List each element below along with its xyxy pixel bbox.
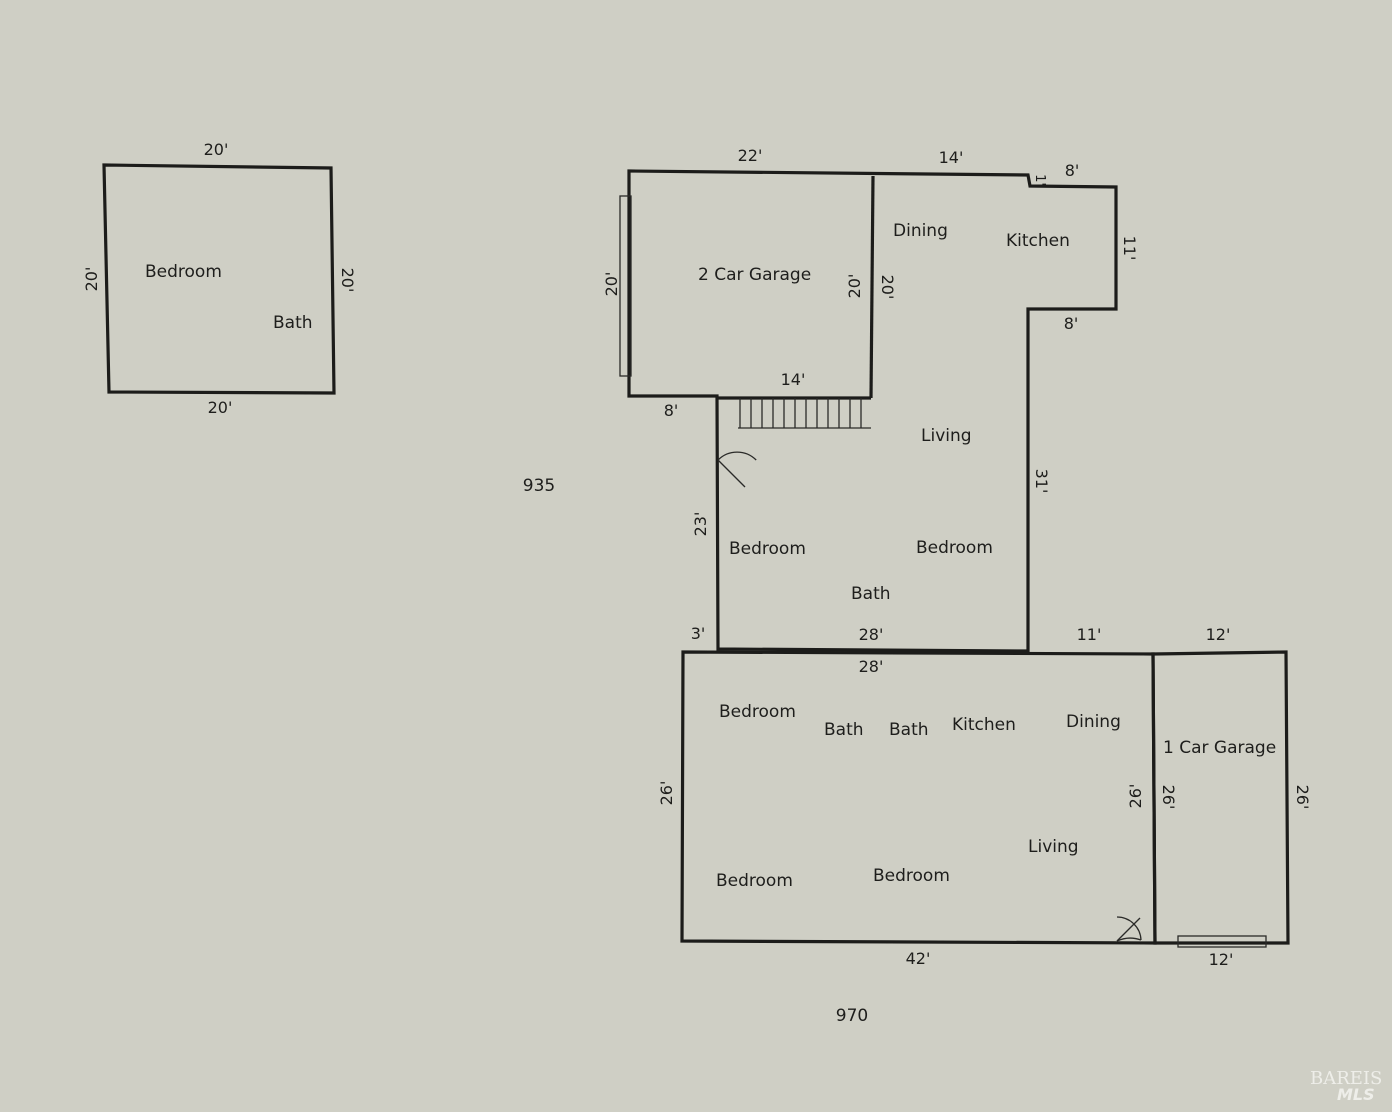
- dim-left: 26': [657, 781, 676, 806]
- dim-garage-right: 26': [1293, 785, 1312, 810]
- dim-right-long: 31': [1032, 469, 1051, 494]
- dim-bottom: 20': [208, 398, 233, 417]
- bareis-mls-watermark: BAREIS MLS: [1310, 1068, 1382, 1104]
- dim-left-long: 23': [691, 512, 710, 537]
- dim-garage-right-in: 20': [845, 274, 864, 299]
- garage-door-lower: [1177, 935, 1267, 948]
- stairs: [738, 398, 871, 429]
- door-swing-lower: [1116, 916, 1142, 942]
- dim-top-right: 11': [1077, 625, 1102, 644]
- upper-outline: [627, 169, 1118, 653]
- area-label-lower: 970: [836, 1006, 868, 1026]
- lower-structure: Bedroom Bath Bath Kitchen Dining Living …: [657, 625, 1312, 1026]
- room-label-1-car-garage: 1 Car Garage: [1163, 738, 1276, 758]
- dim-step-below: 8': [664, 401, 679, 420]
- dim-garage-left: 20': [602, 272, 621, 297]
- dim-left: 20': [82, 267, 101, 292]
- lower-main-outline: [680, 650, 1157, 945]
- room-label-bedroom: Bedroom: [145, 262, 222, 282]
- room-label-bath-1: Bath: [824, 720, 864, 740]
- area-label-upper: 935: [523, 476, 555, 496]
- detached-structure: Bedroom Bath 20' 20' 20' 20': [82, 140, 357, 417]
- dim-garage-left: 26': [1159, 785, 1178, 810]
- dim-top-mid: 14': [939, 148, 964, 167]
- room-label-bedroom-bm: Bedroom: [873, 866, 950, 886]
- dim-garage-bottom: 14': [781, 370, 806, 389]
- garage-door: [619, 195, 632, 377]
- room-label-bath: Bath: [273, 313, 313, 333]
- room-label-bedroom-tl: Bedroom: [719, 702, 796, 722]
- door-swing: [717, 451, 757, 488]
- dim-notch: 1': [1032, 174, 1047, 186]
- room-label-2-car-garage: 2 Car Garage: [698, 265, 811, 285]
- dim-kitchen-right: 11': [1120, 236, 1139, 261]
- dim-garage-bottom: 12': [1209, 950, 1234, 969]
- room-label-bedroom-a: Bedroom: [729, 539, 806, 559]
- detached-outline: [102, 163, 336, 395]
- watermark-line2: MLS: [1337, 1085, 1375, 1104]
- dim-top: 28': [859, 657, 884, 676]
- room-label-bedroom-b: Bedroom: [916, 538, 993, 558]
- garage-divider-wall: [869, 175, 875, 399]
- room-label-bath: Bath: [851, 584, 891, 604]
- lower-garage-outline: [1151, 650, 1290, 945]
- dim-garage-top: 22': [738, 146, 763, 165]
- room-label-living: Living: [1028, 837, 1079, 857]
- room-label-living: Living: [921, 426, 972, 446]
- watermark-line1: BAREIS: [1310, 1068, 1382, 1089]
- room-label-kitchen: Kitchen: [952, 715, 1016, 735]
- dim-kitchen-bottom: 8': [1064, 314, 1079, 333]
- room-label-dining: Dining: [893, 221, 948, 241]
- dim-kitchen-top: 8': [1065, 161, 1080, 180]
- room-label-bath-2: Bath: [889, 720, 929, 740]
- room-label-kitchen: Kitchen: [1006, 231, 1070, 251]
- dim-bottom: 42': [906, 949, 931, 968]
- dim-top: 20': [204, 140, 229, 159]
- upper-structure: 2 Car Garage Dining Kitchen Living Bedro…: [523, 146, 1139, 653]
- room-label-bedroom-bl: Bedroom: [716, 871, 793, 891]
- room-label-dining: Dining: [1066, 712, 1121, 732]
- dim-dining-left: 20': [878, 275, 897, 300]
- dim-main-right: 26': [1126, 784, 1145, 809]
- dim-garage-top: 12': [1206, 625, 1231, 644]
- dim-bottom: 28': [859, 625, 884, 644]
- dim-right: 20': [338, 268, 357, 293]
- dim-jog: 3': [691, 624, 706, 643]
